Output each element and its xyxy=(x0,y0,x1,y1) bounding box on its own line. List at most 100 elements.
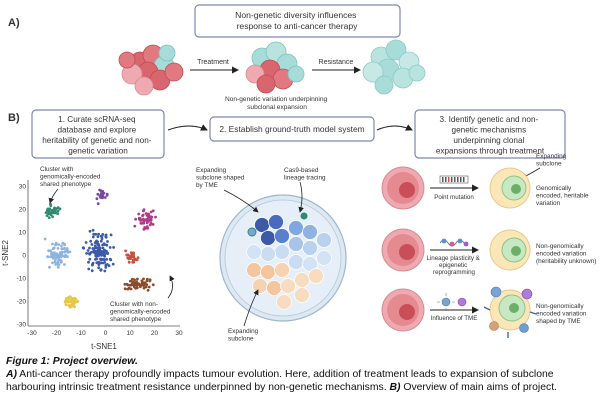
tsne-point xyxy=(104,263,108,267)
tsne-point xyxy=(98,246,102,250)
svg-text:Non-genomically encoded va: Non-genomically encoded variation shaped… xyxy=(536,303,588,325)
dish-cell xyxy=(246,262,262,278)
tsne-point xyxy=(51,247,55,251)
subclonal-note-line1: Non-genetic variation underpinning xyxy=(225,96,328,103)
tsne-points xyxy=(43,188,157,309)
tsne-point xyxy=(90,269,94,273)
aim2-to-aim3-arrow xyxy=(376,124,413,131)
aim1-line4: genetic variation xyxy=(68,147,128,156)
tsne-point xyxy=(144,227,148,230)
mech-row2-result-cell xyxy=(489,229,531,271)
tsne-point xyxy=(146,288,150,292)
tsne-point xyxy=(89,251,93,254)
model-tme-line2: subclone shaped xyxy=(196,175,245,182)
tsne-point xyxy=(51,261,54,265)
tsne-point xyxy=(53,260,57,264)
caption-a-tag: A) xyxy=(6,369,17,380)
tsne-ytick-label: 30 xyxy=(19,184,27,191)
mech-row2-parent-cell xyxy=(381,228,425,272)
tsne-point xyxy=(131,282,134,286)
svg-text:Genomically encoded, herit: Genomically encoded, heritable variation xyxy=(536,185,590,207)
tsne-point xyxy=(101,189,105,193)
svg-text:Non-genomically encoded va: Non-genomically encoded variation (herit… xyxy=(536,243,596,265)
tsne-point xyxy=(97,260,101,264)
tsne-point xyxy=(97,263,101,266)
tsne-point xyxy=(142,283,146,286)
mech-row1-result-line3: variation xyxy=(536,200,561,207)
dish-cell xyxy=(280,278,296,294)
tsne-point xyxy=(134,217,138,221)
svg-text:Lineage plasticity & epige: Lineage plasticity & epigenetic reprogra… xyxy=(426,255,481,276)
dish-cell xyxy=(266,280,282,296)
tumour-after-treatment xyxy=(245,41,305,94)
aim3-line4: expansions through treatment xyxy=(436,147,545,156)
tsne-point xyxy=(99,234,103,238)
tsne-point xyxy=(144,212,148,215)
tsne-point xyxy=(103,249,107,253)
caption-body: A) Anti-cancer therapy profoundly impact… xyxy=(6,368,596,394)
tsne-point xyxy=(154,215,157,219)
tsne-point xyxy=(97,232,100,236)
tsne-point xyxy=(106,240,109,243)
tsne-point xyxy=(66,255,69,259)
model-subclone-line2: subclone xyxy=(228,336,254,343)
tsne-point xyxy=(131,258,135,262)
tsne-point xyxy=(101,257,105,261)
aim2-text: 2. Establish ground-truth model system xyxy=(219,124,364,134)
tsne-point xyxy=(99,268,103,271)
tsne-point xyxy=(82,246,86,250)
tsne-xtick-label: 0 xyxy=(104,330,108,337)
tsne-point xyxy=(63,243,67,247)
dish-cell xyxy=(274,262,290,278)
tsne-xtick-label: -30 xyxy=(27,330,37,337)
mech-subclone-line2: subclone xyxy=(536,161,562,168)
tsne-point xyxy=(51,209,55,213)
tme-cell-icon xyxy=(247,227,257,237)
tsne-point xyxy=(132,251,136,255)
mech-row1-result-line2: encoded, heritable xyxy=(536,193,589,200)
tsne-ytick-label: 10 xyxy=(19,230,27,237)
tsne-point xyxy=(64,249,68,253)
lineage-barcode-icon xyxy=(300,212,308,220)
tsne-point xyxy=(99,194,102,197)
tsne-point xyxy=(151,223,155,226)
tsne-point xyxy=(135,283,139,287)
svg-text:Expanding subclone: Expanding subclone xyxy=(536,153,568,168)
tsne-point xyxy=(58,207,62,211)
caption-b-text: Overview of main aims of project. xyxy=(400,382,557,393)
dish-cell xyxy=(294,272,310,288)
tumour-resistant xyxy=(362,39,426,95)
figure-caption: Figure 1: Project overview. A) Anti-canc… xyxy=(6,355,596,394)
tsne-point xyxy=(96,192,100,196)
tsne-point xyxy=(145,277,149,281)
tsne-point xyxy=(94,253,98,256)
tsne-point xyxy=(90,243,94,246)
dish-cell xyxy=(288,254,304,270)
tsne-point xyxy=(149,210,153,214)
tsne-point xyxy=(104,235,108,239)
cluster-nongenetic-line2: genomically-encoded xyxy=(110,309,171,316)
aim1-line3: heritability of genetic and non- xyxy=(42,136,152,145)
cluster-nongenetic-pointer xyxy=(167,275,175,299)
tsne-point xyxy=(49,213,53,217)
tumour-before-treatment xyxy=(118,44,184,96)
model-cas9-line2: lineage tracing xyxy=(284,175,326,182)
tsne-xtick-label: -10 xyxy=(76,330,86,337)
mech-row2-arrow-line2: epigenetic xyxy=(439,262,467,269)
tsne-point xyxy=(103,269,107,273)
tsne-point xyxy=(125,282,129,286)
mech-row3-result-line3: shaped by TME xyxy=(536,318,581,325)
tsne-point xyxy=(60,254,64,257)
tsne-point xyxy=(140,221,143,225)
tsne-point xyxy=(138,217,141,221)
tsne-point xyxy=(112,246,115,249)
mech-row3-result-line2: encoded variation xyxy=(536,311,587,318)
tsne-point xyxy=(96,243,100,247)
tsne-point xyxy=(61,241,65,245)
tsne-point xyxy=(138,283,142,287)
tsne-point xyxy=(50,252,54,256)
tsne-point xyxy=(94,251,98,254)
tsne-point xyxy=(147,218,151,222)
tsne-point xyxy=(142,209,145,213)
